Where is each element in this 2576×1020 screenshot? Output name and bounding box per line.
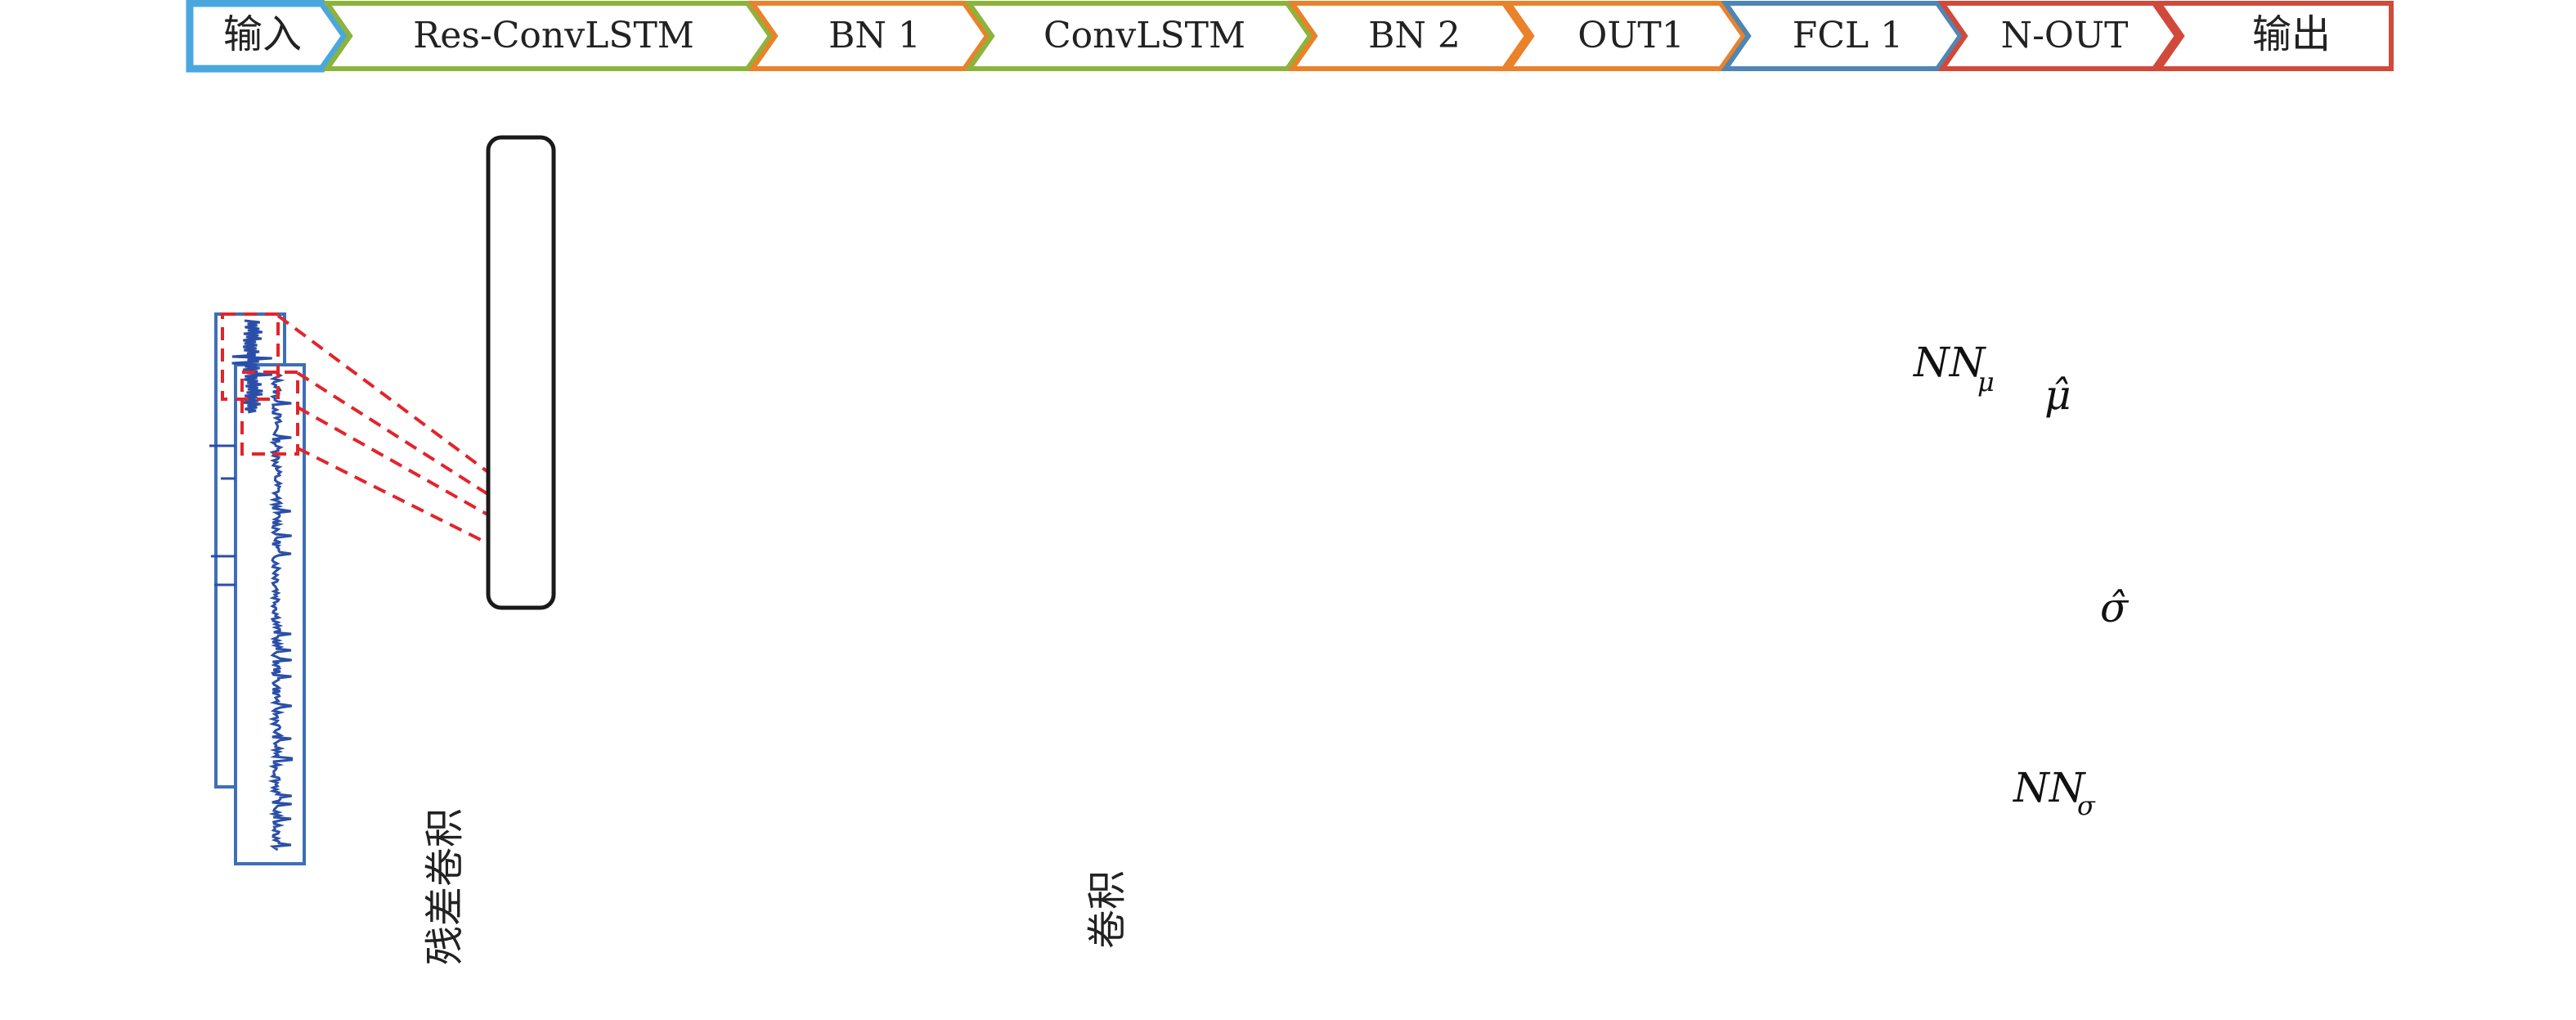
- pipeline-stage-shape: [747, 1, 990, 71]
- signal-waveform-front: [267, 371, 293, 851]
- pipeline-stage-res-convlstm: Res-ConvLSTM: [322, 1, 774, 71]
- window-frame-2: [240, 371, 299, 456]
- pipeline-stage-label: FCL 1: [1793, 15, 1903, 56]
- pipeline-stage-shape: [1721, 1, 1963, 71]
- pipeline-stage-label: 输入: [223, 11, 302, 57]
- window-frame-1: [221, 312, 280, 401]
- pipeline-stage-label: Res-ConvLSTM: [413, 15, 694, 56]
- pipeline-stage-label: BN 1: [828, 15, 921, 56]
- pipeline-stage-label: ConvLSTM: [1043, 15, 1245, 56]
- input-signal-group: [209, 312, 491, 865]
- pipeline-stage-shape: [1287, 1, 1530, 71]
- window-projection-line: [297, 447, 490, 546]
- pipeline-stage-label: BN 2: [1368, 15, 1461, 56]
- pipeline-stage-convlstm: ConvLSTM: [964, 1, 1313, 71]
- mu-hat-label: μ̂: [2044, 371, 2071, 419]
- column-frame: [486, 135, 556, 610]
- pipeline-stage-label: OUT1: [1577, 15, 1685, 56]
- nn-sigma-sub: σ: [2077, 790, 2096, 821]
- nn-sigma-main: NN: [2013, 764, 2087, 811]
- pipeline-stage-n-out: N-OUT: [1937, 1, 2180, 71]
- pipeline-stage-shape: [1937, 1, 2180, 71]
- pipeline-stage-label: N-OUT: [2001, 15, 2129, 56]
- pipeline-stage-shape: [2154, 1, 2394, 71]
- pipeline-header: 输入 Res-ConvLSTM BN 1 ConvLSTM BN 2 OUT1 FCL 1 N…: [186, 0, 2394, 73]
- pipeline-stage-fcl-1: FCL 1: [1721, 1, 1963, 71]
- pipeline-stage-: 输出: [2154, 1, 2394, 71]
- nn-mu-sub: μ: [1977, 366, 1995, 398]
- sigma-hat-label: σ̂: [2100, 584, 2129, 631]
- window-projection-line: [297, 406, 490, 517]
- pipeline-stage-label: 输出: [2252, 11, 2331, 57]
- pipeline-stage-bn-2: BN 2: [1287, 1, 1530, 71]
- conv-label: 卷积: [1084, 870, 1130, 949]
- signal-frame-front: [234, 363, 306, 865]
- pipeline-stage-shape: [1504, 1, 1747, 71]
- layer-columns: [486, 135, 556, 610]
- nn-mu-main: NN: [1913, 339, 1987, 386]
- nn-sigma-label: NN σ: [2013, 764, 2096, 821]
- pipeline-stage-shape: [322, 1, 774, 71]
- pipeline-stage-bn-1: BN 1: [747, 1, 990, 71]
- pipeline-stage-: 输入: [186, 0, 350, 73]
- pipeline-stage-out1: OUT1: [1504, 1, 1747, 71]
- pipeline-stage-shape: [964, 1, 1313, 71]
- signal-waveform-back: [231, 319, 272, 414]
- residual-conv-label: 残差卷积: [422, 808, 468, 965]
- res-convlstm-column-1: [486, 135, 556, 610]
- nn-mu-label: NN μ: [1913, 339, 1995, 398]
- window-projection-line: [296, 371, 491, 497]
- pipeline-stage-shape: [186, 0, 350, 73]
- annotation-labels: 残差卷积 卷积 NN μ NN σ μ̂ σ̂: [422, 339, 2129, 965]
- window-projection-line: [276, 314, 491, 474]
